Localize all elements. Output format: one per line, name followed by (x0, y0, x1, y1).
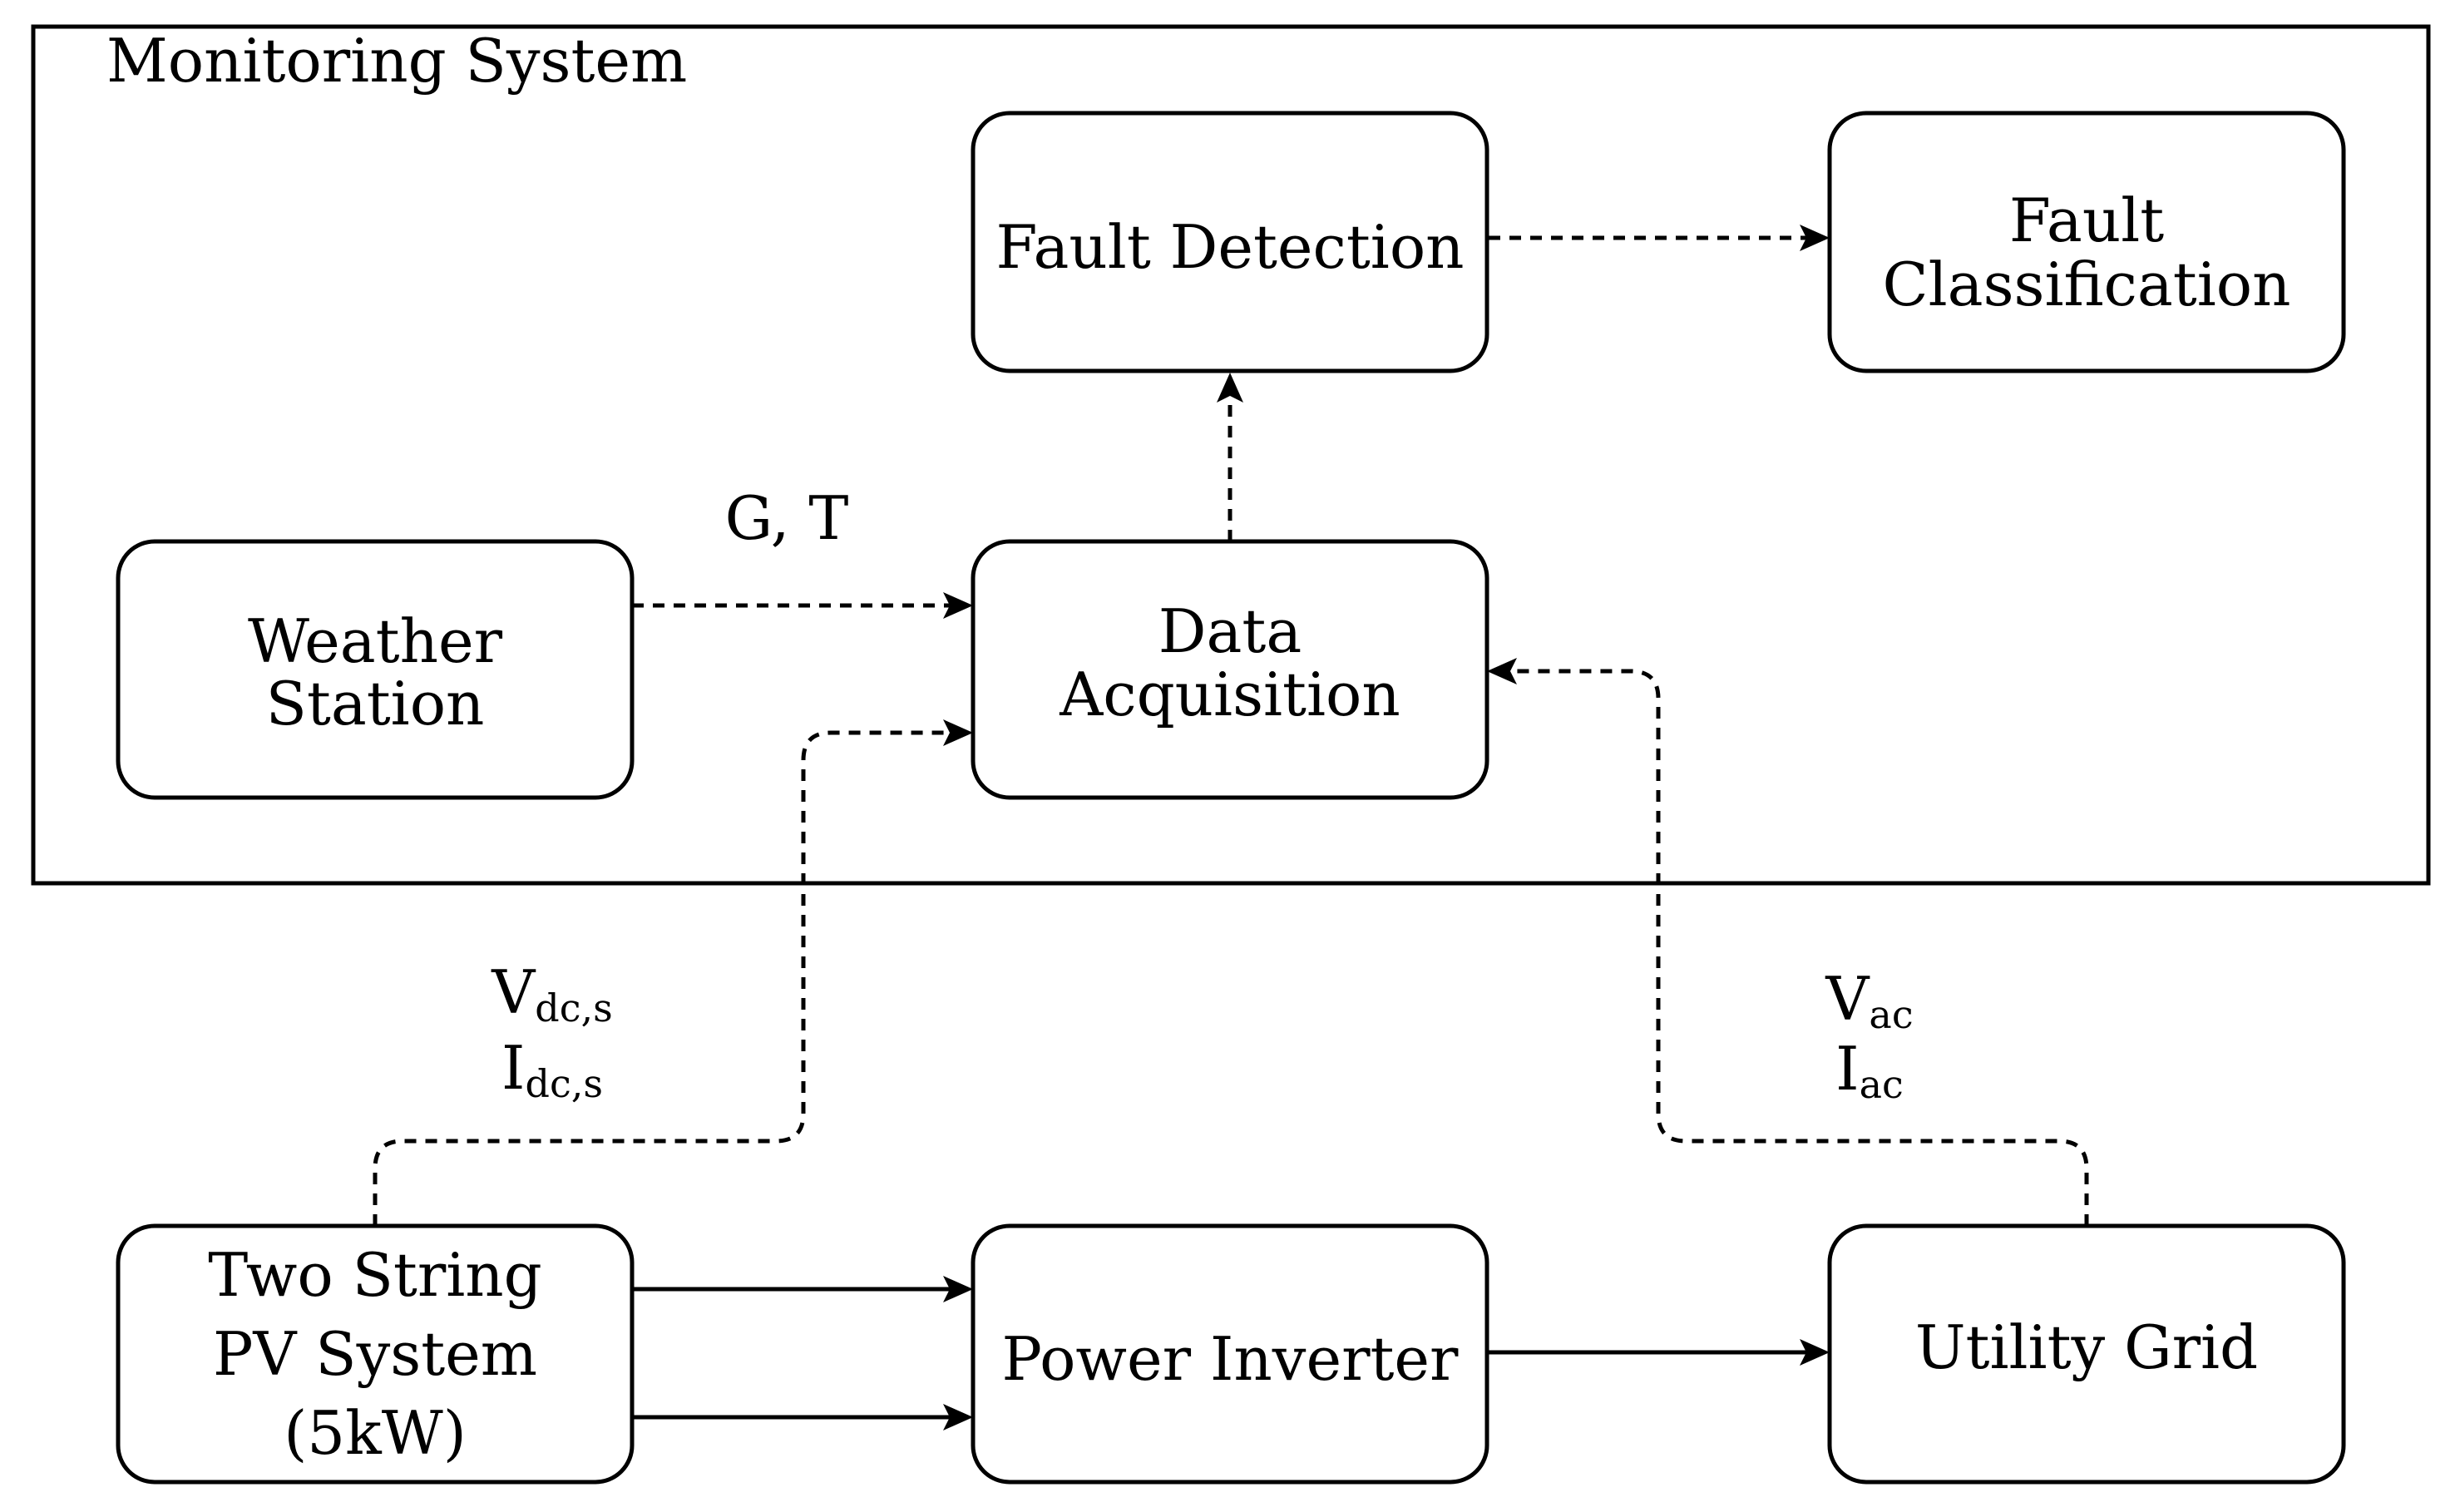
data-acquisition-label-line1: Data (1158, 596, 1302, 666)
grid-to-acquisition-connector (1507, 669, 2089, 1226)
grid-to-acquisition-arrowhead (1487, 658, 1517, 684)
fault-detection-node: Fault Detection (971, 111, 1489, 373)
monitoring-system-label: Monitoring System (106, 26, 687, 96)
power-inverter-node: Power Inverter (971, 1223, 1489, 1485)
fault-classification-label-line1: Fault (2009, 185, 2164, 255)
monitoring-system-frame (31, 24, 2431, 886)
inverter-to-grid-arrowhead (1800, 1339, 1830, 1366)
dc-voltage-label: Vdc,s (491, 957, 612, 1030)
ac-voltage-label: Vac (1825, 964, 1913, 1037)
weather-station-node: Weather Station (116, 539, 635, 800)
pv-string2-arrowhead (943, 1404, 973, 1430)
pv-to-acquisition-arrowhead (943, 719, 973, 746)
pv-system-label-line2: PV System (213, 1319, 537, 1389)
detection-to-classification-arrowhead (1800, 225, 1830, 251)
pv-system-node: Two String PV System (5kW) (116, 1223, 635, 1485)
utility-grid-label: Utility Grid (1915, 1312, 2258, 1382)
power-inverter-label: Power Inverter (1002, 1324, 1459, 1394)
fault-classification-node: Fault Classification (1827, 111, 2346, 373)
acquisition-to-detection-arrowhead (1217, 373, 1243, 403)
weather-station-label-line1: Weather (248, 606, 503, 676)
weather-station-label-line2: Station (266, 669, 485, 739)
data-acquisition-node: Data Acquisition (971, 539, 1489, 800)
weather-signal-label: G, T (725, 483, 849, 553)
weather-to-acquisition-arrowhead (943, 592, 973, 619)
fault-classification-label-line2: Classification (1883, 250, 2291, 319)
ac-current-label: Iac (1835, 1034, 1904, 1107)
utility-grid-node: Utility Grid (1827, 1223, 2346, 1485)
pv-system-label-line3: (5kW) (284, 1398, 467, 1468)
data-acquisition-label-line2: Acquisition (1059, 660, 1400, 729)
dc-current-label: Idc,s (501, 1033, 603, 1106)
fault-detection-label: Fault Detection (995, 212, 1464, 282)
pv-to-acquisition-connector (373, 730, 953, 1226)
pv-system-label-line1: Two String (208, 1240, 541, 1310)
pv-string1-arrowhead (943, 1276, 973, 1302)
